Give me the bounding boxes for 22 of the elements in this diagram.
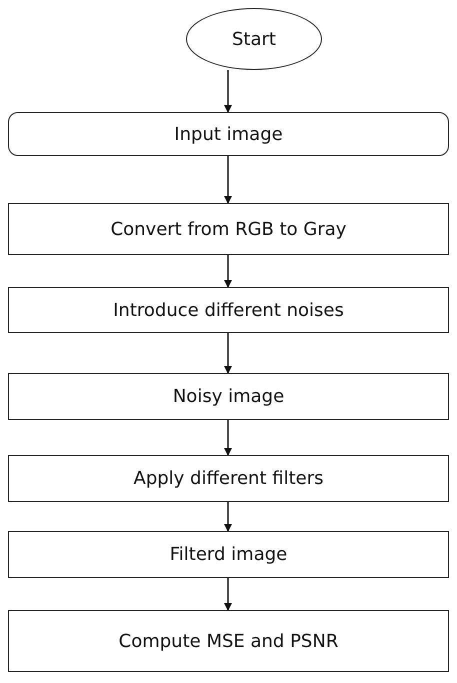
node-text: Filterd image: [170, 544, 288, 565]
node-text: Input image: [174, 124, 283, 144]
process-box: [8, 203, 449, 255]
process-box: [8, 287, 449, 333]
arrow: [224, 70, 232, 113]
node-text: Compute MSE and PSNR: [118, 630, 338, 652]
arrow: [224, 420, 232, 456]
arrow: [224, 578, 232, 611]
arrow: [224, 255, 232, 288]
node-text: Convert from RGB to Gray: [110, 218, 346, 240]
input-box: [8, 112, 449, 156]
process-box: [8, 610, 449, 672]
node-text: Introduce different noises: [113, 300, 344, 320]
process-box: [8, 373, 449, 420]
arrow: [224, 333, 232, 374]
node-text: Start: [232, 28, 276, 50]
node-text: Apply different filters: [134, 468, 324, 489]
process-box: [8, 531, 449, 578]
arrow: [224, 502, 232, 532]
node-text: Noisy image: [172, 386, 284, 407]
process-box: [8, 455, 449, 502]
arrow: [224, 156, 232, 204]
